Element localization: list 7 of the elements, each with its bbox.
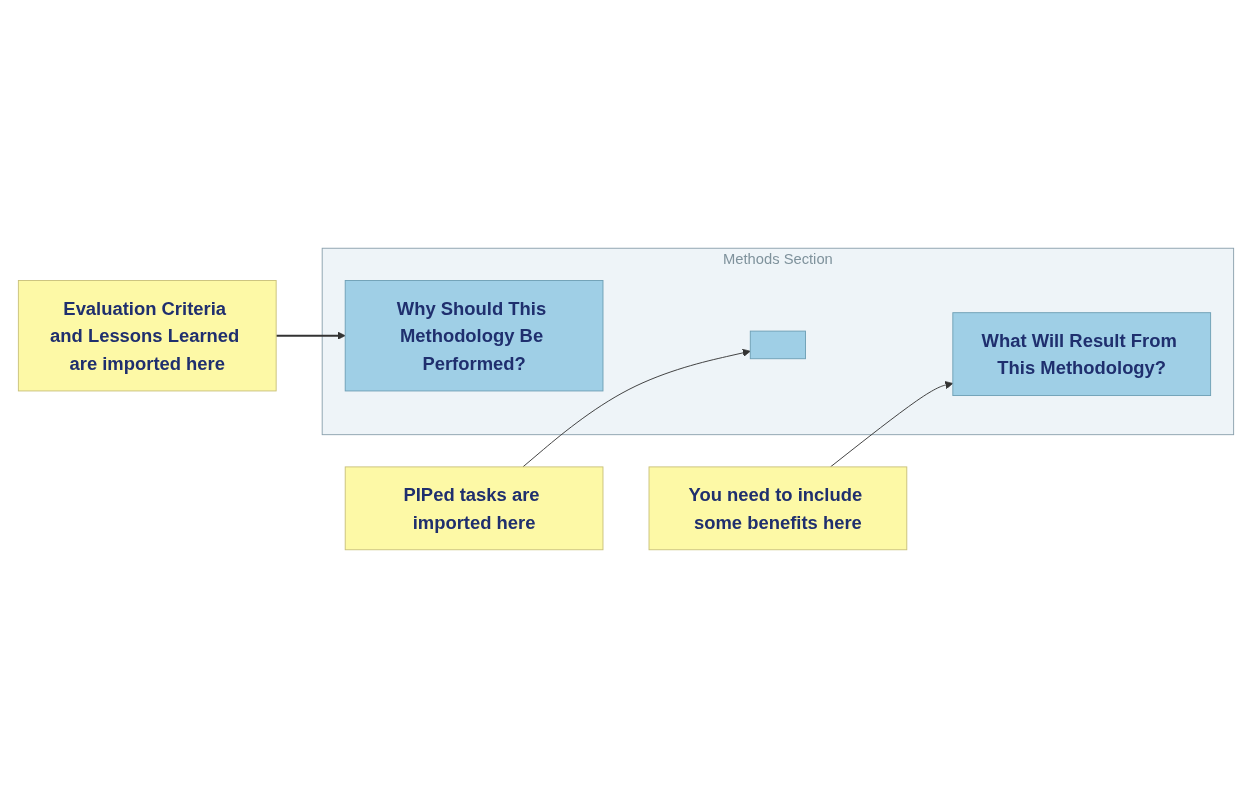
node-box: Evaluation Criteria and Lessons Learned are imported here: [17, 280, 277, 392]
node-box: What Will Result From This Methodology?: [952, 312, 1212, 396]
arrow: [275, 331, 346, 340]
node-box: PIPed tasks are imported here: [344, 466, 604, 551]
node-box: Why Should This Methodology Be Performed?: [344, 280, 604, 392]
node-box: [749, 330, 806, 360]
node-box: You need to include some benefits here: [648, 466, 908, 551]
